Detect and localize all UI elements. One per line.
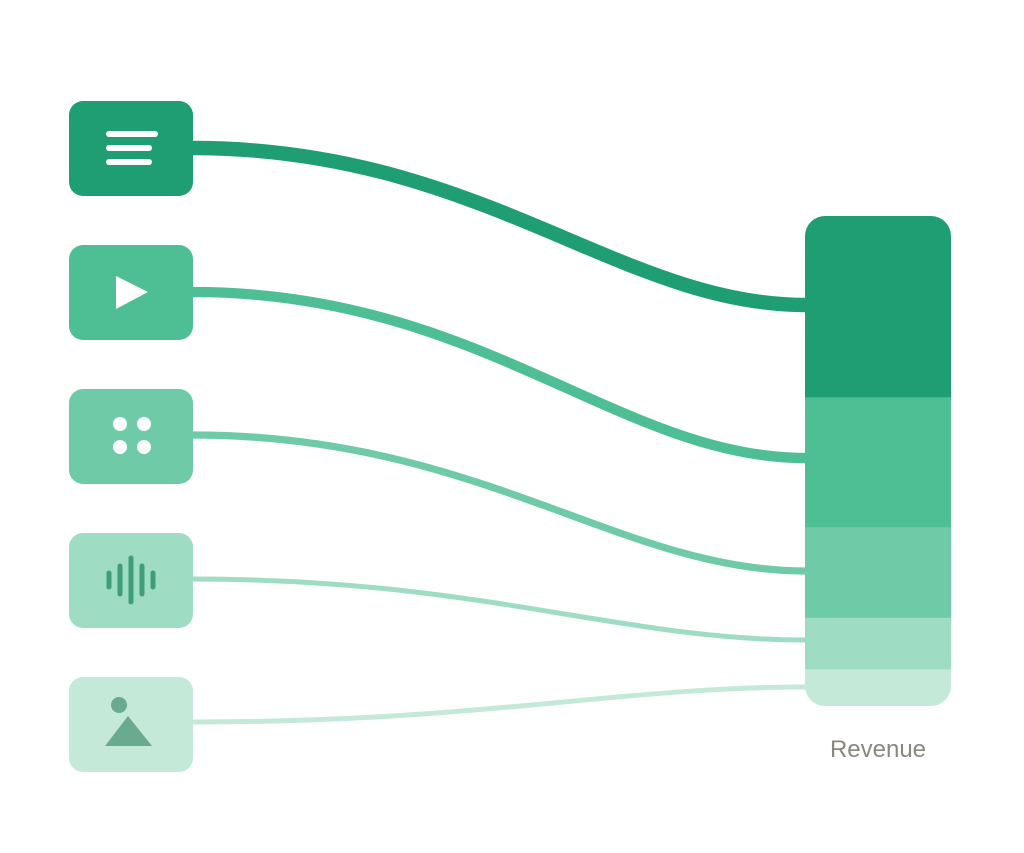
- revenue-stack: [805, 216, 951, 706]
- revenue-segment-text: [805, 216, 951, 398]
- image-icon: [105, 697, 152, 746]
- flow-apps: [192, 431, 806, 575]
- revenue-segment-audio: [805, 617, 951, 670]
- revenue-segment-video: [805, 397, 951, 528]
- source-node-image: [69, 677, 193, 772]
- revenue-segment-apps: [805, 527, 951, 619]
- flow-lines: [192, 140, 806, 725]
- source-node-audio: [69, 533, 193, 628]
- flow-audio: [192, 576, 806, 643]
- source-node-text: [69, 101, 193, 196]
- flow-image: [192, 684, 806, 725]
- four-dots-icon: [113, 417, 151, 454]
- flow-video: [192, 286, 806, 464]
- text-lines-icon: [106, 131, 158, 165]
- source-node-apps: [69, 389, 193, 484]
- flow-text: [192, 140, 806, 313]
- revenue-segment-image: [805, 669, 951, 706]
- sound-wave-icon: [106, 555, 156, 605]
- play-icon: [116, 276, 148, 309]
- apps-box: [69, 389, 193, 484]
- target-label: Revenue: [830, 736, 926, 763]
- source-node-video: [69, 245, 193, 340]
